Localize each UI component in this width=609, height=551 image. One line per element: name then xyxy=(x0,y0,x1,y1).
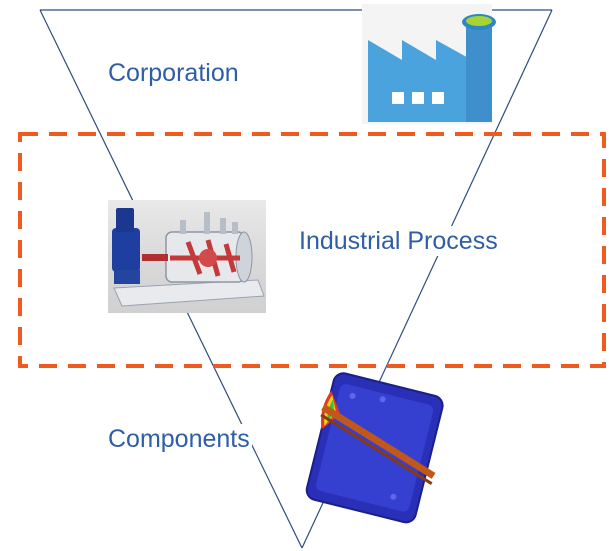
industrial-process-label: Industrial Process xyxy=(297,226,500,256)
components-label: Components xyxy=(106,424,252,454)
process-machine-icon xyxy=(108,200,266,313)
corporation-label: Corporation xyxy=(106,58,241,88)
industrial-process-dashed-box xyxy=(18,132,606,368)
factory-icon xyxy=(362,4,496,124)
motor-component-icon xyxy=(305,372,444,524)
